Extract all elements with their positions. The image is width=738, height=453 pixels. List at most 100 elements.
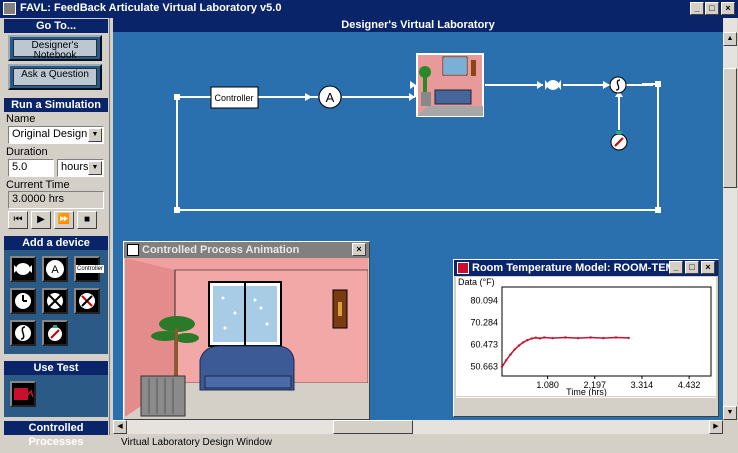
data-point [627,336,630,340]
run-simulation-header: Run a Simulation [4,98,108,112]
duration-label: Duration [6,146,48,158]
plot-maximize-button[interactable]: □ [685,261,699,274]
ask-question-label: Ask a Question [13,68,97,86]
ammeter-node-label: A [326,90,335,105]
app-title-bar: FAVL: FeedBack Articulate Virtual Labora… [0,0,738,18]
data-point [589,336,592,339]
chevron-down-icon[interactable]: ▼ [88,128,102,142]
minimize-button[interactable]: _ [690,2,704,15]
plant [151,316,199,343]
hscroll-thumb[interactable] [333,420,413,434]
fast-forward-button[interactable]: ⏩ [54,211,74,229]
radiator [140,375,186,417]
data-point [509,353,512,356]
data-point [500,365,504,368]
integrator-icon [15,325,31,341]
maximize-button[interactable]: □ [705,2,719,15]
summing-junction-icon [47,293,63,309]
data-point [614,336,618,339]
x-tick-label: 1.080 [536,380,559,390]
actuator-icon [14,263,32,275]
y-tick-label: 70.284 [470,317,498,327]
scope-device-button[interactable] [10,381,36,407]
test-equipment-palette [4,375,108,417]
gauge-icon [48,325,62,341]
stop-button[interactable]: ■ [77,211,97,229]
plot-minimize-button[interactable]: _ [669,261,683,274]
animation-window: Controlled Process Animation × [123,241,370,420]
controller-device-button[interactable]: Controller [74,256,105,282]
duration-input[interactable]: 5.0 [8,159,54,177]
scroll-right-button[interactable]: ▶ [709,420,723,434]
duration-unit-value: hours [61,161,89,173]
play-button[interactable]: ▶ [31,211,51,229]
app-icon [3,2,16,15]
data-point [538,337,542,340]
clock-device-button[interactable] [10,288,36,314]
duration-unit-select[interactable]: hours ▼ [57,159,104,177]
x-tick-label: 3.314 [631,380,654,390]
scroll-left-button[interactable]: ◀ [113,420,127,434]
gauge-device-button[interactable] [42,320,68,346]
scroll-up-button[interactable]: ▲ [723,32,737,46]
multiplier-device-button[interactable] [74,288,100,314]
plot-close-button[interactable]: × [701,261,715,274]
add-device-header: Add a device [4,236,108,250]
name-select-value: Original Design [12,128,88,140]
plot-window: Room Temperature Model: ROOM-TEMP _ □ × … [453,259,719,417]
plot-footer [456,397,716,414]
summer-device-button[interactable] [42,288,68,314]
rewind-button[interactable]: ⏮ [8,211,28,229]
animation-window-titlebar[interactable]: Controlled Process Animation × [124,242,369,258]
data-point [564,336,567,339]
designers-notebook-button[interactable]: Designer's Notebook [8,35,102,61]
integrator-device-button[interactable] [10,320,36,346]
actuator-device-button[interactable] [10,256,36,282]
ammeter-device-button[interactable]: A [42,256,68,282]
multiplier-icon [79,293,95,309]
scroll-down-button[interactable]: ▼ [723,406,737,420]
setpoint-gauge-node [610,131,628,151]
controller-block-label: Controller [214,93,253,103]
animation-window-title: Controlled Process Animation [142,244,300,256]
x-tick-label: 2.197 [583,380,606,390]
data-point [505,359,508,362]
animation-close-button[interactable]: × [352,243,366,256]
controller-device-label: Controller [76,265,105,273]
block-diagram: Controller A [174,53,661,213]
x-axis-label: Time (hrs) [566,387,607,396]
data-point [513,348,516,351]
current-time-label: Current Time [6,179,70,191]
window-icon [457,262,469,274]
goto-header: Go To... [4,19,108,33]
y-tick-label: 80.094 [470,295,498,305]
current-time-value: 3.0000 hrs [8,191,104,209]
app-title: FAVL: FeedBack Articulate Virtual Labora… [20,2,282,14]
svg-text:A: A [51,264,59,276]
controller-block [210,86,259,109]
data-point [534,336,537,339]
chevron-down-icon[interactable]: ▼ [88,161,102,175]
data-point [521,341,525,344]
close-button[interactable]: × [721,2,735,15]
actuator-node [545,80,561,90]
data-point [551,336,554,340]
window-icon [127,244,139,256]
data-point [526,338,529,342]
data-point [530,337,533,340]
name-select[interactable]: Original Design ▼ [8,126,104,144]
main-horizontal-scrollbar[interactable]: ◀ ▶ [113,420,723,434]
clock-icon [15,293,31,309]
y-tick-label: 50.663 [470,362,498,372]
scroll-thumb[interactable] [723,68,737,188]
name-label: Name [6,113,36,125]
plot-window-titlebar[interactable]: Room Temperature Model: ROOM-TEMP _ □ × [454,260,718,276]
controlled-processes-header: Controlled Processes [4,421,108,448]
main-vertical-scrollbar[interactable]: ▲ ▼ [723,18,737,420]
data-point [602,336,605,340]
oscilloscope-icon [14,388,34,400]
ask-question-button[interactable]: Ask a Question [8,64,102,90]
ammeter-icon: A [46,260,64,278]
